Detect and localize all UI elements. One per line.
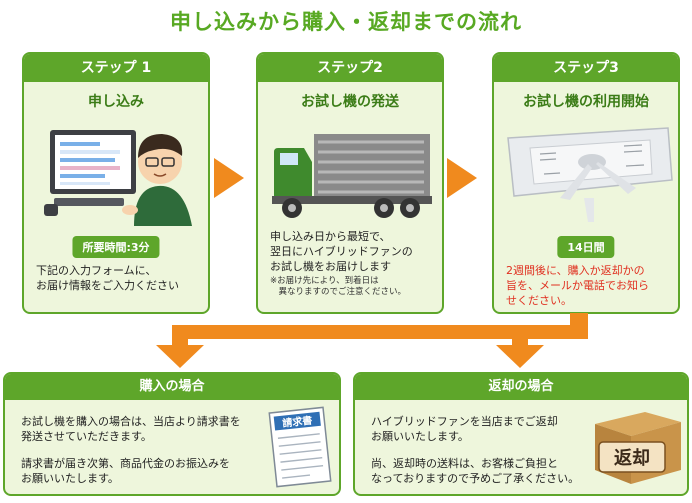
ceiling-fan-icon bbox=[500, 118, 673, 228]
return-text-2: 尚、返却時の送料は、お客様ご負担と なっておりますので予めご了承ください。 bbox=[371, 457, 580, 486]
step-3-card: ステップ3 お試し機の利用開始 14日間 2週間後に、購入か返却かの 旨を、メー… bbox=[492, 52, 680, 314]
purchase-case-box: 購入の場合 お試し機を購入の場合は、当店より請求書を 発送させていただきます。 … bbox=[3, 372, 341, 496]
step-2-note: ※お届け先により、到着日は 異なりますのでご注意ください。 bbox=[270, 276, 407, 298]
step-3-text: 2週間後に、購入か返却かの 旨を、メールか電話でお知ら せください。 bbox=[506, 264, 649, 307]
step-3-title: お試し機の利用開始 bbox=[523, 94, 649, 110]
invoice-icon: 請求書 bbox=[267, 404, 333, 490]
return-text-1: ハイブリッドファンを当店までご返却 お願いいたします。 bbox=[371, 415, 558, 444]
arrow-right-icon bbox=[214, 158, 244, 198]
step-2-header: ステップ2 bbox=[258, 54, 442, 82]
step-1-card: ステップ 1 申し込み 所要時間:3分 下記の入力フォームに、 お届け情報をご入… bbox=[22, 52, 210, 314]
return-header: 返却の場合 bbox=[355, 374, 687, 400]
page-title: 申し込みから購入・返却までの流れ bbox=[170, 10, 522, 34]
step-2-text: 申し込み日から最短で、 翌日にハイブリッドファンの お試し機をお届けします bbox=[270, 230, 413, 273]
step-3-duration-badge: 14日間 bbox=[557, 236, 615, 258]
cardboard-box-icon: 返却 bbox=[585, 406, 685, 488]
svg-text:請求書: 請求書 bbox=[282, 414, 313, 430]
arrow-right-icon bbox=[447, 158, 477, 198]
delivery-truck-icon bbox=[264, 118, 436, 228]
purchase-header: 購入の場合 bbox=[5, 374, 339, 400]
svg-text:返却: 返却 bbox=[614, 448, 650, 469]
step-1-duration-badge: 所要時間:3分 bbox=[72, 236, 160, 258]
step-1-text: 下記の入力フォームに、 お届け情報をご入力ください bbox=[36, 264, 179, 292]
purchase-text-2: 請求書が届き次第、商品代金のお振込みを お願いいたします。 bbox=[21, 457, 230, 486]
step-2-title: お試し機の発送 bbox=[301, 94, 399, 110]
step-2-card: ステップ2 お試し機の発送 申し込み日から最短で、 翌日にハイブリッドファンの … bbox=[256, 52, 444, 314]
person-at-computer-icon bbox=[30, 118, 202, 228]
step-1-title: 申し込み bbox=[88, 94, 144, 110]
step-3-header: ステップ3 bbox=[494, 54, 678, 82]
purchase-text-1: お試し機を購入の場合は、当店より請求書を 発送させていただきます。 bbox=[21, 415, 241, 444]
step-1-header: ステップ 1 bbox=[24, 54, 208, 82]
return-case-box: 返却の場合 ハイブリッドファンを当店までご返却 お願いいたします。 尚、返却時の… bbox=[353, 372, 689, 496]
